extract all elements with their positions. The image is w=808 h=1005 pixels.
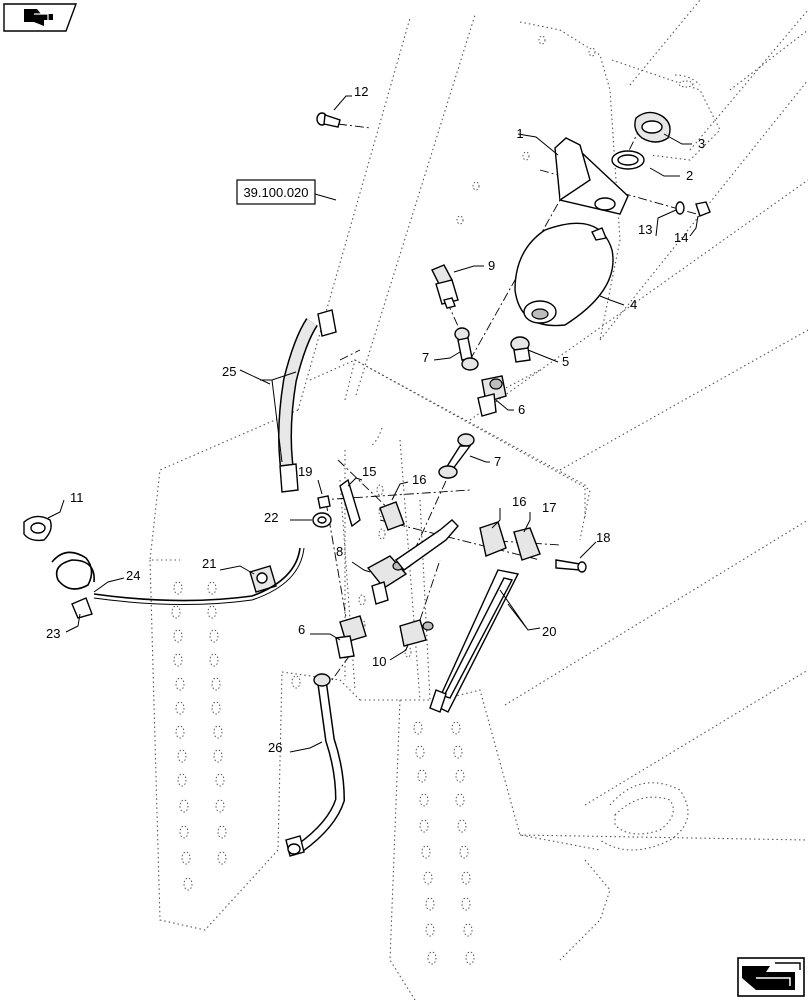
callout-4[interactable]: 4: [630, 297, 637, 312]
clamp-half-17[interactable]: [513, 527, 541, 561]
callout-3[interactable]: 3: [698, 136, 705, 151]
clip-21[interactable]: [249, 565, 277, 593]
clamp-half-16-right[interactable]: [479, 521, 507, 557]
callout-2[interactable]: 2: [686, 168, 693, 183]
callout-13[interactable]: 13: [638, 222, 652, 237]
nut[interactable]: [634, 111, 671, 143]
callout-7b[interactable]: 7: [494, 454, 501, 469]
callout-20[interactable]: 20: [542, 624, 556, 639]
callout-22[interactable]: 22: [264, 510, 278, 525]
frame-phantom: [149, 0, 808, 1001]
callout-24[interactable]: 24: [126, 568, 140, 583]
tee-fitting-6-lower[interactable]: [335, 615, 367, 659]
small-nut[interactable]: [695, 201, 711, 217]
nut-19[interactable]: [317, 495, 331, 509]
callout-leaders: [47, 95, 699, 753]
accumulator[interactable]: [514, 222, 614, 327]
elbow-fitting-10[interactable]: [399, 619, 434, 647]
bolt-12[interactable]: [316, 112, 341, 128]
callout-16b[interactable]: 16: [512, 494, 526, 509]
tube-guard[interactable]: [429, 569, 520, 713]
wire-harness[interactable]: [51, 547, 305, 606]
callout-numbers: 1 2 3 4 5 6 6 7 7 8 9 10 11 12 13 14 15 …: [46, 84, 705, 755]
adapter-fitting-7-upper[interactable]: [454, 327, 479, 371]
rigid-tube[interactable]: [285, 673, 346, 857]
callout-14[interactable]: 14: [674, 230, 688, 245]
callout-21[interactable]: 21: [202, 556, 216, 571]
pressure-switch[interactable]: [431, 264, 459, 309]
callout-5[interactable]: 5: [562, 354, 569, 369]
callout-26[interactable]: 26: [268, 740, 282, 755]
callout-15[interactable]: 15: [362, 464, 376, 479]
washer-22[interactable]: [312, 512, 332, 528]
callout-6a[interactable]: 6: [518, 402, 525, 417]
washer[interactable]: [611, 150, 645, 170]
adapter-fitting-7-lower[interactable]: [438, 433, 475, 479]
callout-12[interactable]: 12: [354, 84, 368, 99]
small-washer[interactable]: [675, 201, 685, 215]
callout-18[interactable]: 18: [596, 530, 610, 545]
callout-11[interactable]: 11: [70, 490, 84, 505]
callout-19[interactable]: 19: [298, 464, 312, 479]
clamp-half-16-left[interactable]: [379, 501, 405, 531]
page-forward-arrow-icon[interactable]: [737, 957, 805, 997]
page-back-arrow-icon[interactable]: [3, 3, 78, 32]
callout-10[interactable]: 10: [372, 654, 386, 669]
callout-25[interactable]: 25: [222, 364, 236, 379]
reference-section-label: 39.100.020: [243, 185, 308, 200]
callout-7a[interactable]: 7: [422, 350, 429, 365]
tee-fitting-6-upper[interactable]: [477, 375, 507, 417]
callout-16a[interactable]: 16: [412, 472, 426, 487]
callout-17[interactable]: 17: [542, 500, 556, 515]
callout-6b[interactable]: 6: [298, 622, 305, 637]
clip-23[interactable]: [71, 597, 93, 619]
clamp-bracket[interactable]: [339, 478, 361, 528]
mounting-plate-phantom: [344, 359, 591, 701]
accumulator-bracket[interactable]: [554, 137, 629, 215]
hydraulic-hose[interactable]: [278, 309, 337, 493]
ball-valve[interactable]: [366, 519, 459, 605]
reference-section-box[interactable]: 39.100.020: [236, 179, 337, 205]
bolt-18[interactable]: [555, 559, 587, 573]
callout-9[interactable]: 9: [488, 258, 495, 273]
cable-tie[interactable]: [23, 515, 52, 542]
callout-8[interactable]: 8: [336, 544, 343, 559]
adapter-fitting-5[interactable]: [510, 336, 531, 363]
frame-holes: [171, 35, 694, 965]
callout-1[interactable]: 1: [516, 126, 523, 141]
callout-23[interactable]: 23: [46, 626, 60, 641]
